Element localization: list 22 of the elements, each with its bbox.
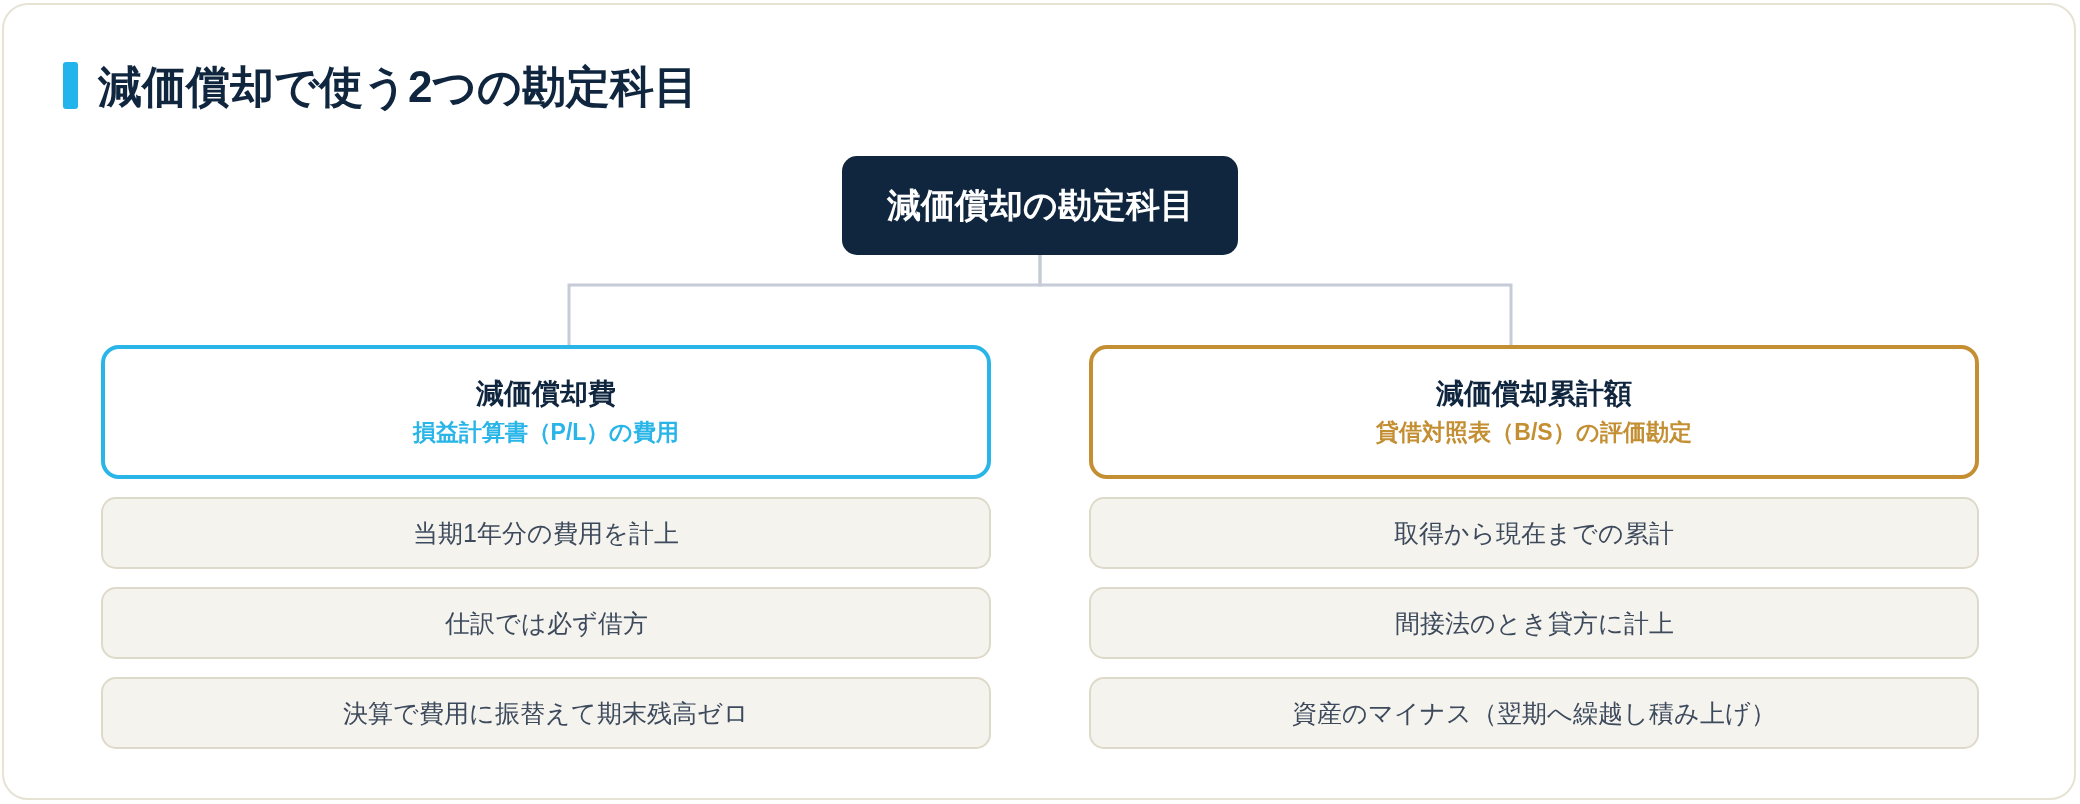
detail-text: 当期1年分の費用を計上 bbox=[413, 517, 679, 549]
detail-box bbox=[101, 677, 991, 749]
detail-box bbox=[1089, 497, 1979, 569]
detail-text: 資産のマイナス（翌期へ繰越し積み上げ） bbox=[1292, 697, 1776, 729]
account-subtitle: 損益計算書（P/L）の費用 bbox=[412, 418, 680, 448]
detail-text: 取得から現在までの累計 bbox=[1394, 517, 1674, 549]
detail-text: 間接法のとき貸方に計上 bbox=[1394, 607, 1674, 639]
connector-line bbox=[1038, 255, 1513, 345]
account-card bbox=[101, 345, 991, 479]
account-title: 減価償却累計額 bbox=[1436, 376, 1632, 411]
account-title: 減価償却費 bbox=[476, 376, 616, 411]
root-label: 減価償却の勘定科目 bbox=[886, 185, 1194, 226]
diagram-title: 減価償却で使う2つの勘定科目 bbox=[98, 61, 699, 113]
detail-text: 仕訳では必ず借方 bbox=[444, 607, 648, 639]
detail-text: 決算で費用に振替えて期末残高ゼロ bbox=[343, 697, 749, 729]
detail-box bbox=[101, 497, 991, 569]
detail-box bbox=[1089, 677, 1979, 749]
detail-box bbox=[1089, 587, 1979, 659]
root-box bbox=[842, 156, 1238, 255]
account-card bbox=[1089, 345, 1979, 479]
detail-box bbox=[101, 587, 991, 659]
account-subtitle: 貸借対照表（B/S）の評価勘定 bbox=[1376, 418, 1692, 448]
